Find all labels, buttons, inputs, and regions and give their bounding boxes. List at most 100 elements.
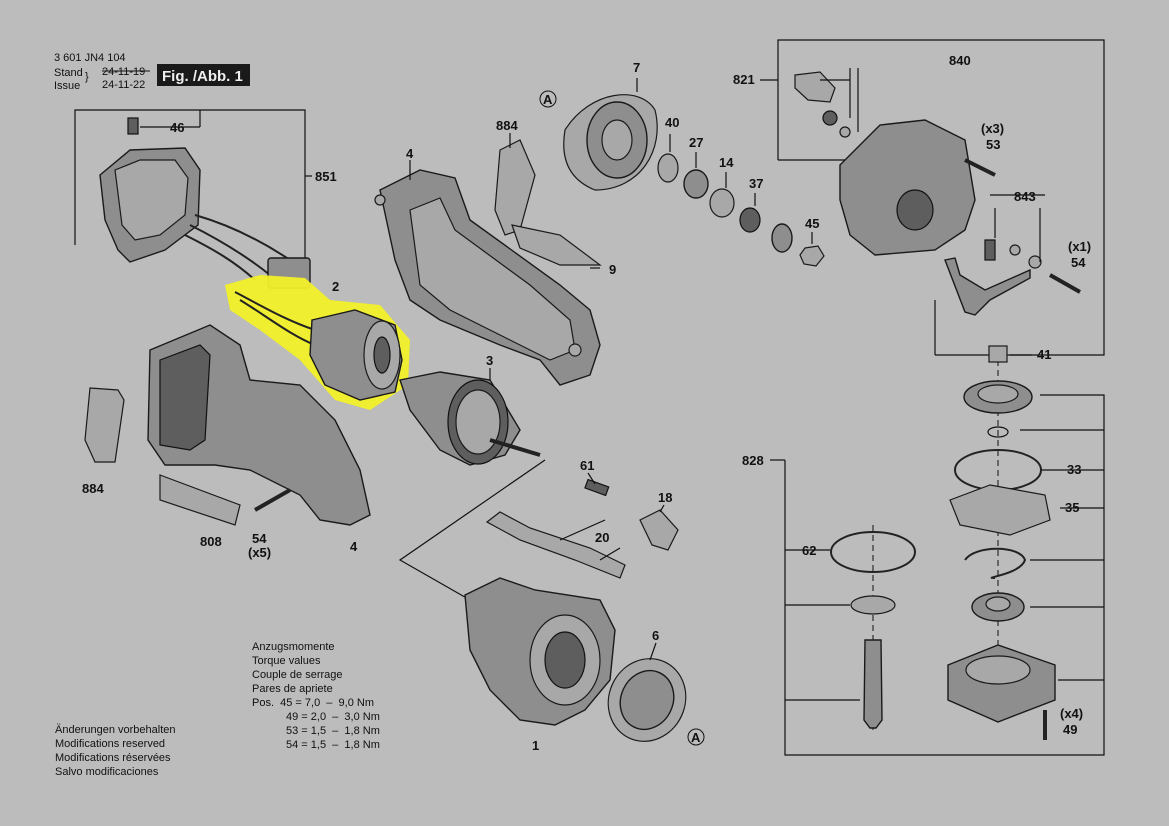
callout-884-top: 884 (496, 118, 518, 133)
housing-lower (84, 324, 371, 526)
circlip (964, 547, 1027, 579)
gear-housing-1 (464, 577, 616, 726)
callout-4-bottom: 4 (350, 539, 358, 554)
callout-828: 828 (742, 453, 764, 468)
gear-cover-7 (563, 94, 658, 191)
washer (850, 595, 896, 615)
torque-row: 53 = 1,5 – 1,8 Nm (286, 725, 380, 737)
callout-41: 41 (1037, 347, 1051, 362)
label-plate-upper (494, 139, 536, 236)
torque-row: 49 = 2,0 – 3,0 Nm (286, 711, 380, 723)
callout-35: 35 (1065, 500, 1079, 515)
figure-label-box (157, 64, 250, 86)
callout-27: 27 (689, 135, 703, 150)
callout-49: 49 (1063, 722, 1077, 737)
switch-module (99, 117, 311, 289)
spindle-shaft (863, 639, 883, 729)
oring-821 (839, 126, 851, 138)
note-line: Modifications reserved (55, 738, 165, 750)
new-date: 24-11-22 (102, 79, 145, 91)
leader-lines (409, 68, 1045, 661)
torque-row: Pos. 45 = 7,0 – 9,0 Nm (252, 697, 374, 709)
callout-49-qty: (x4) (1060, 706, 1083, 721)
torque-title-de: Anzugsmomente (252, 641, 335, 653)
modification-notes: Änderungen vorbehalten Modifications res… (55, 724, 175, 778)
callout-A-bottom: A (691, 730, 701, 745)
nameplate-9 (511, 224, 602, 269)
spring-61 (584, 478, 610, 497)
callout-18: 18 (658, 490, 672, 505)
spindle-lock-843 (944, 239, 1081, 316)
callout-7: 7 (633, 60, 640, 75)
assembly-lines-left (398, 459, 621, 601)
small-parts-middle (485, 478, 679, 579)
callout-37: 37 (749, 176, 763, 191)
circle-A-top (539, 90, 557, 108)
note-line: Änderungen vorbehalten (55, 724, 175, 736)
stator-highlight-group (225, 275, 410, 410)
stand-label: Stand (54, 67, 83, 79)
gear-head-housing (794, 71, 996, 256)
torque-title-es: Pares de apriete (252, 683, 333, 695)
callout-884-left: 884 (82, 481, 104, 496)
screw-53 (964, 158, 996, 177)
callout-61: 61 (580, 458, 594, 473)
callout-851: 851 (315, 169, 337, 184)
callout-821: 821 (733, 72, 755, 87)
callout-4-top: 4 (406, 146, 414, 161)
screw-46 (127, 117, 139, 135)
washer-27 (683, 169, 709, 199)
callout-843: 843 (1014, 189, 1036, 204)
pinion (771, 223, 793, 253)
slide-20 (485, 511, 626, 579)
torque-row: 54 = 1,5 – 1,8 Nm (286, 739, 380, 751)
label-808 (159, 474, 241, 526)
snap-ring (987, 426, 1009, 438)
callout-808: 808 (200, 534, 222, 549)
callout-840: 840 (949, 53, 971, 68)
header: 3 601 JN4 104 Stand Issue } 24-11-19 24-… (54, 52, 250, 92)
bearing-stack (657, 153, 825, 267)
brace-glyph: } (85, 71, 89, 83)
vent-cover-884 (84, 387, 125, 463)
lock-18 (639, 509, 679, 551)
callout-9: 9 (609, 262, 616, 277)
part-number: 3 601 JN4 104 (54, 52, 126, 64)
callout-20: 20 (595, 530, 609, 545)
callout-33: 33 (1067, 462, 1081, 477)
callout-54-left: 54 (252, 531, 267, 546)
note-line: Modifications réservées (55, 752, 171, 764)
callout-54-left-qty: (x5) (248, 545, 271, 560)
figure-label: Fig. /Abb. 1 (162, 68, 243, 85)
callout-54-right: 54 (1071, 255, 1086, 270)
issue-label: Issue (54, 80, 80, 92)
callout-2: 2 (332, 279, 339, 294)
spindle-parts (830, 345, 1056, 740)
callout-54-right-qty: (x1) (1068, 239, 1091, 254)
spring-821 (822, 110, 838, 126)
callout-46: 46 (170, 120, 184, 135)
callout-62: 62 (802, 543, 816, 558)
oring-62 (830, 531, 916, 573)
screw-54 (254, 488, 291, 512)
callout-6: 6 (652, 628, 659, 643)
torque-table: Anzugsmomente Torque values Couple de se… (252, 641, 380, 751)
nut-45 (799, 245, 825, 267)
armature (399, 371, 541, 466)
callout-3: 3 (486, 353, 493, 368)
guard-6 (607, 658, 687, 742)
clamp-821 (794, 71, 836, 103)
torque-title-en: Torque values (252, 655, 321, 667)
old-date: 24-11-19 (102, 66, 145, 78)
callout-14: 14 (719, 155, 734, 170)
torque-title-fr: Couple de serrage (252, 669, 343, 681)
callout-53: 53 (986, 137, 1000, 152)
callout-labels: 46 851 884 4 2 884 808 54 (x5) 4 9 3 A 7… (82, 53, 1091, 753)
callout-40: 40 (665, 115, 679, 130)
screw-54-right (1049, 273, 1081, 294)
callout-53-qty: (x3) (981, 121, 1004, 136)
bearing-37 (739, 207, 761, 233)
gasket-35 (949, 484, 1051, 536)
circlip-40 (657, 153, 679, 183)
